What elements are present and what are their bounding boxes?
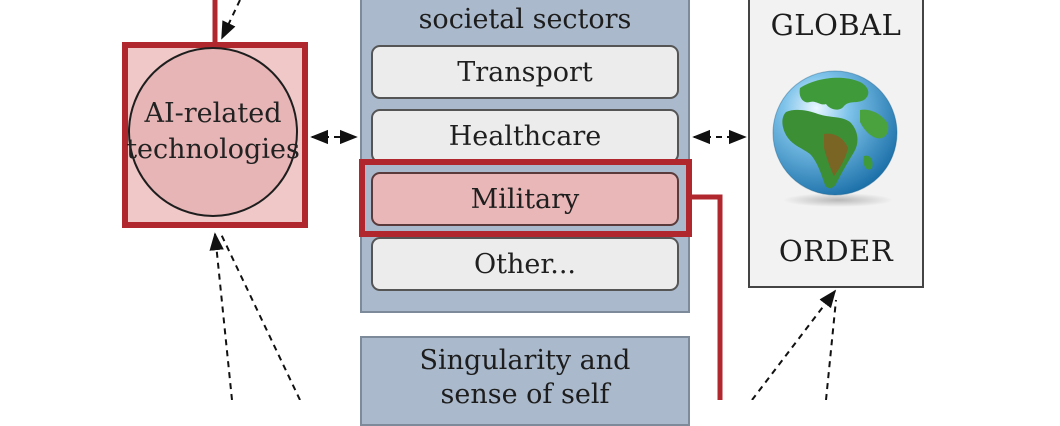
- ai-technologies-circle: AI-related technologies: [126, 47, 300, 217]
- dashed-arrow-bottom-global-1: [751, 289, 837, 400]
- connector-lines: [209, 0, 837, 400]
- singularity-line1: Singularity and: [419, 345, 631, 376]
- sectors-panel-title: societal sectors: [418, 4, 632, 35]
- military-highlight-frame: [359, 159, 692, 237]
- singularity-line2: sense of self: [440, 379, 610, 410]
- ai-label-line1: AI-related: [144, 98, 282, 129]
- dashed-arrow-bottom-global-2: [825, 299, 837, 400]
- sector-transport: Transport: [371, 45, 679, 99]
- order-label: ORDER: [778, 234, 894, 268]
- red-line-military: [692, 194, 723, 400]
- sector-healthcare: Healthcare: [371, 109, 679, 163]
- singularity-label: Singularity and sense of self: [360, 344, 690, 412]
- globe-icon: [760, 60, 910, 210]
- dashed-arrow-top-ai: [221, 0, 241, 40]
- dashed-arrow-bottom-ai-2: [220, 233, 301, 400]
- sector-military: Military: [371, 172, 679, 226]
- ai-label-line2: technologies: [126, 134, 300, 165]
- dashed-arrow-bottom-ai-1: [209, 232, 233, 400]
- sector-other: Other...: [371, 237, 679, 291]
- global-label: GLOBAL: [770, 8, 902, 42]
- ai-technologies-label: AI-related technologies: [126, 96, 300, 168]
